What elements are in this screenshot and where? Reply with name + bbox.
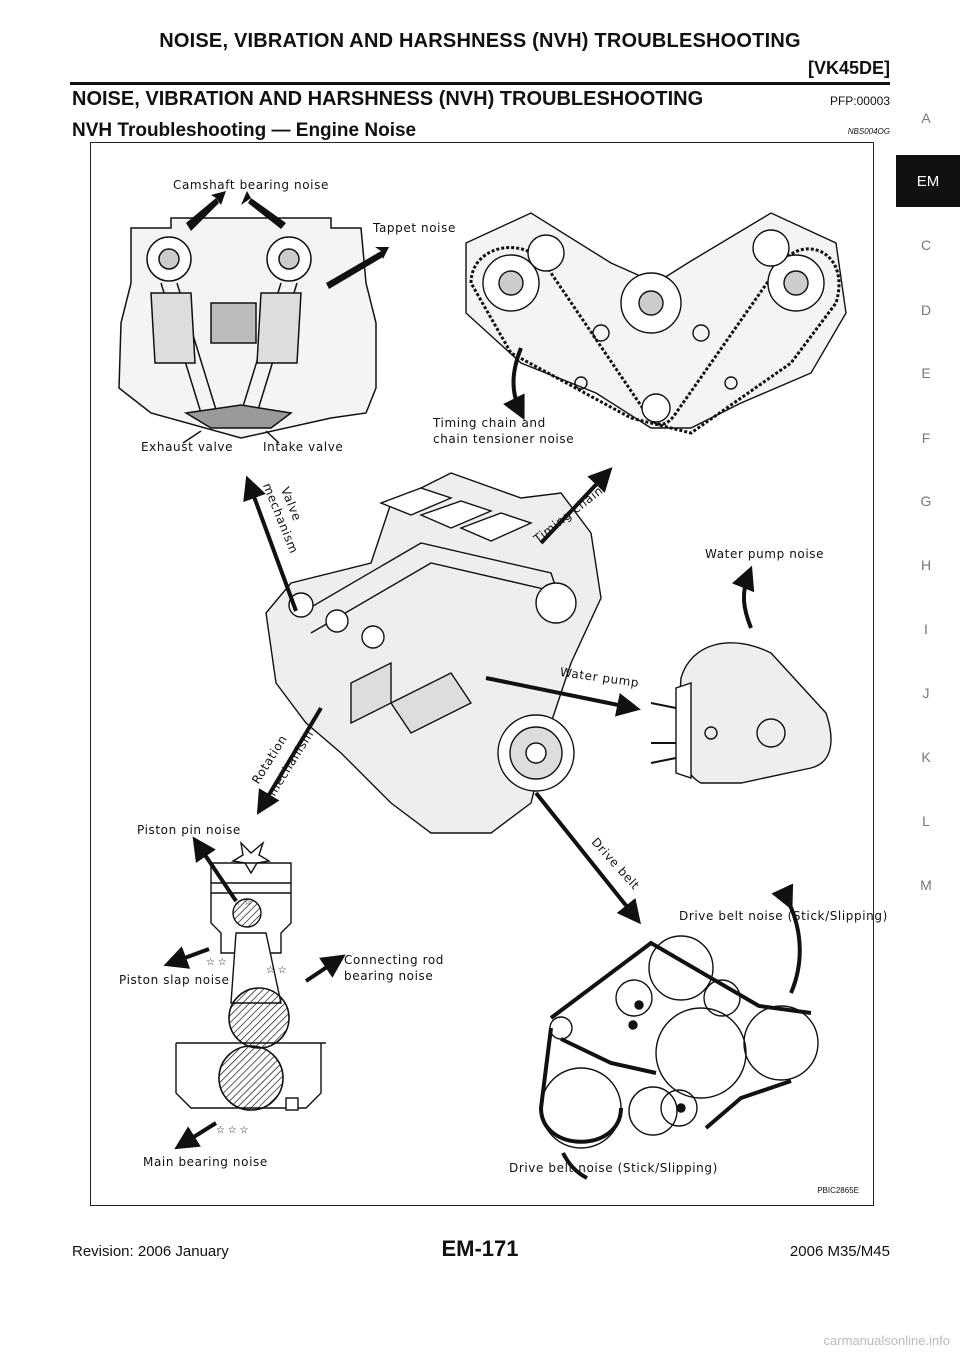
revision-date: Revision: 2006 January xyxy=(72,1243,229,1260)
tab-g[interactable]: G xyxy=(920,493,932,509)
tab-l[interactable]: L xyxy=(922,813,930,829)
tab-em[interactable]: EM xyxy=(896,155,960,207)
svg-text:☆ ☆: ☆ ☆ xyxy=(206,957,227,968)
piston-connecting-rod: ☆ ☆ ☆ ☆ ☆ ☆ ☆ ☆ ☆ xyxy=(175,840,326,1136)
drive-belt-noise-label-bottom: Drive belt noise (Stick/Slipping) xyxy=(509,1161,718,1175)
piston-slap-noise-label: Piston slap noise xyxy=(119,973,230,987)
intake-valve-label: Intake valve xyxy=(263,440,344,454)
svg-text:☆ ☆: ☆ ☆ xyxy=(266,965,287,976)
exhaust-valve-label: Exhaust valve xyxy=(141,440,234,454)
figure-illustration: ☆ ☆ ☆ ☆ ☆ ☆ ☆ ☆ ☆ xyxy=(118,191,847,1180)
header-rule xyxy=(70,82,890,85)
section-code: PFP:00003 xyxy=(829,94,890,108)
tab-k[interactable]: K xyxy=(921,749,931,765)
engine-noise-figure: ☆ ☆ ☆ ☆ ☆ ☆ ☆ ☆ ☆ xyxy=(90,142,887,1206)
timing-chain-view xyxy=(465,212,847,435)
water-pump-noise-label: Water pump noise xyxy=(705,547,825,561)
main-bearing-noise-label: Main bearing noise xyxy=(143,1155,268,1169)
engine-code: [VK45DE] xyxy=(807,58,890,78)
tab-a[interactable]: A xyxy=(921,110,931,126)
water-pump xyxy=(650,642,832,784)
tab-f[interactable]: F xyxy=(921,430,931,446)
vehicle-model: 2006 M35/M45 xyxy=(789,1243,890,1260)
drive-belt-noise-label-top: Drive belt noise (Stick/Slipping) xyxy=(679,909,888,923)
timing-chain-noise-label-1: Timing chain and xyxy=(433,416,546,430)
connecting-rod-label-2: bearing noise xyxy=(344,969,434,983)
tab-d[interactable]: D xyxy=(920,302,932,318)
tappet-noise-label: Tappet noise xyxy=(373,221,456,235)
subsection-title: NVH Troubleshooting — Engine Noise xyxy=(72,120,417,141)
cylinder-head-section xyxy=(118,217,377,444)
section-title: NOISE, VIBRATION AND HARSHNESS (NVH) TRO… xyxy=(72,88,704,110)
piston-pin-noise-label: Piston pin noise xyxy=(137,823,241,837)
tab-m[interactable]: M xyxy=(920,877,932,893)
drive-belt-layout xyxy=(538,935,819,1149)
connecting-rod-label-1: Connecting rod xyxy=(344,953,445,967)
figure-id: PBIC2865E xyxy=(817,1186,859,1195)
watermark[interactable]: carmanualsonline.info xyxy=(823,1333,950,1348)
page-header-title: NOISE, VIBRATION AND HARSHNESS (NVH) TRO… xyxy=(159,30,801,52)
camshaft-bearing-noise-label: Camshaft bearing noise xyxy=(173,178,329,192)
svg-text:☆ ☆ ☆: ☆ ☆ ☆ xyxy=(216,1125,248,1136)
tab-j[interactable]: J xyxy=(922,685,930,701)
tab-c[interactable]: C xyxy=(920,237,932,253)
tab-e[interactable]: E xyxy=(921,365,931,381)
timing-chain-noise-label-2: chain tensioner noise xyxy=(433,432,575,446)
tab-h[interactable]: H xyxy=(920,557,932,573)
engine-block xyxy=(265,472,602,834)
tab-i[interactable]: I xyxy=(924,621,928,637)
subsection-code: NBS004OG xyxy=(847,127,890,136)
page-number: EM-171 xyxy=(441,1236,519,1261)
svg-text:☆ ☆: ☆ ☆ xyxy=(233,897,252,907)
